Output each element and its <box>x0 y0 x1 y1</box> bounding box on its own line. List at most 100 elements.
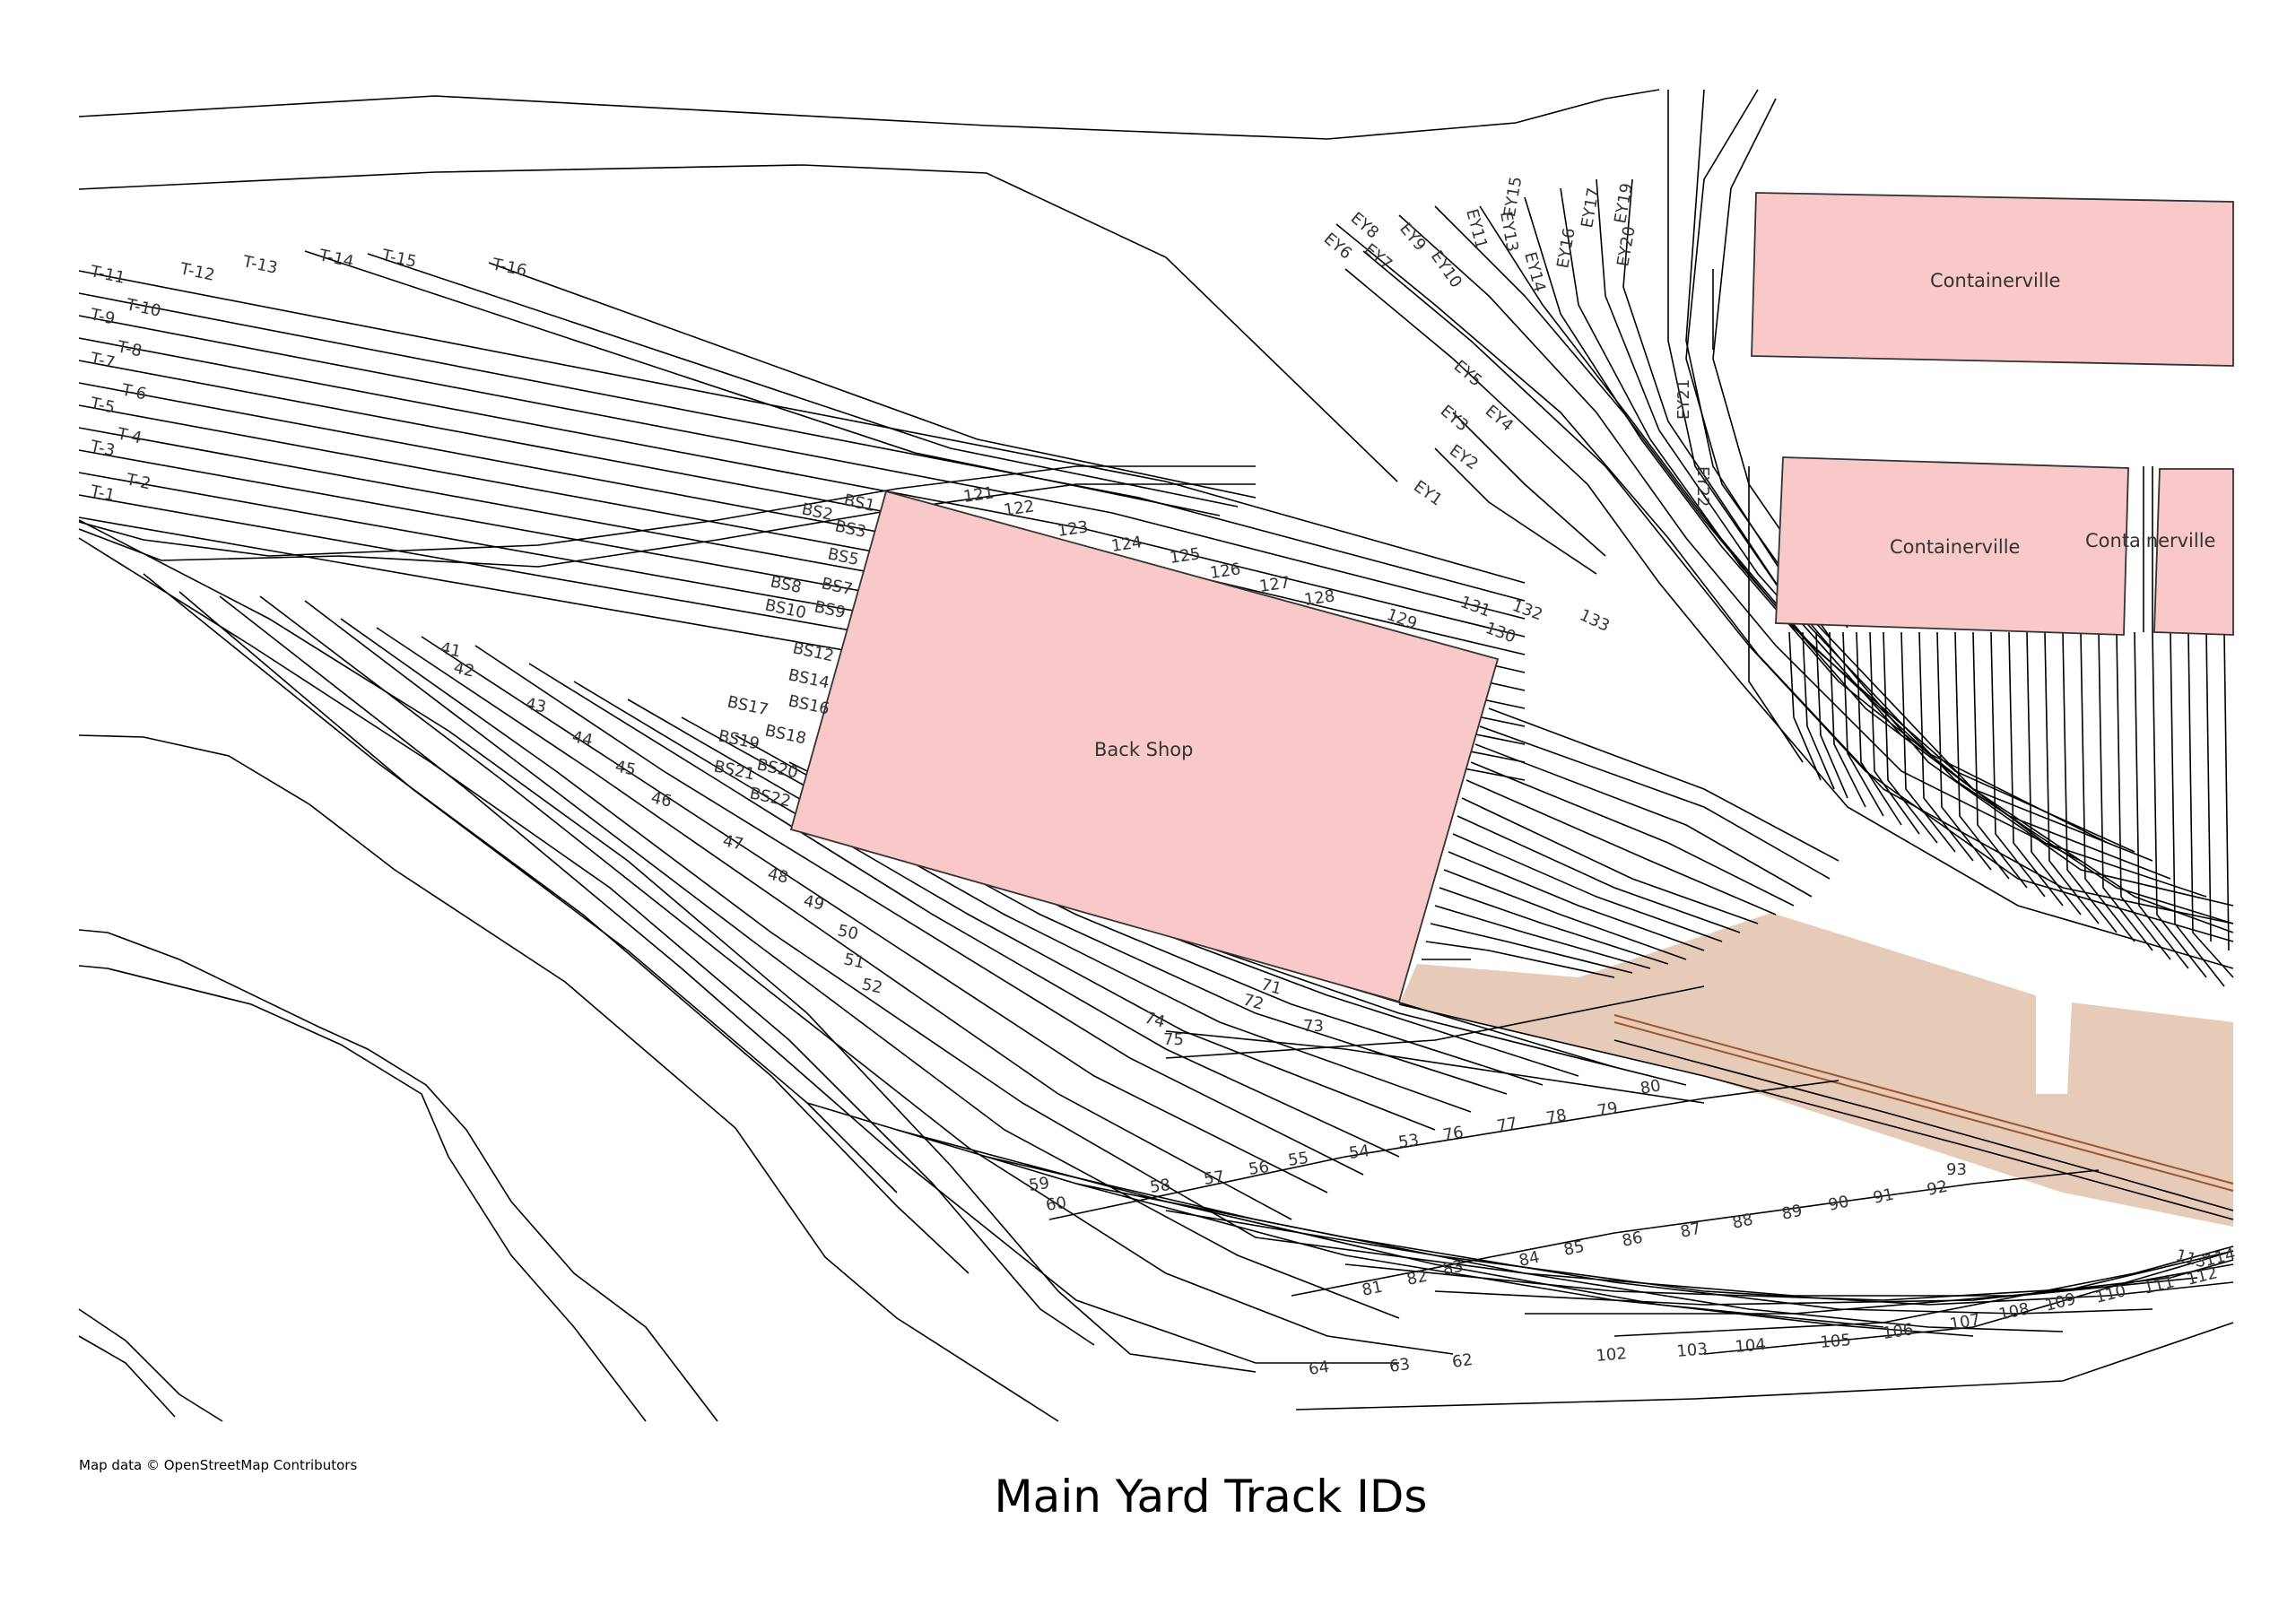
track-label: 62 <box>1451 1350 1474 1372</box>
track-label: 72 <box>1241 991 1266 1014</box>
track-label: 84 <box>1518 1248 1542 1271</box>
track-label: 54 <box>1348 1141 1371 1163</box>
track-label: T-4 <box>115 424 144 447</box>
track-label: 91 <box>1872 1185 1896 1208</box>
track-label: EY14 <box>1520 250 1549 294</box>
outer-lines <box>78 89 2234 1422</box>
track-label: BS19 <box>717 726 761 753</box>
track-label: T-11 <box>88 262 126 288</box>
track-label: EY21 <box>1674 379 1693 420</box>
containerville-building <box>1751 192 2234 367</box>
south-tracks <box>806 1003 2234 1355</box>
track-label: BS7 <box>820 574 855 599</box>
track-label: BS14 <box>787 665 831 692</box>
track-label: 44 <box>570 727 595 750</box>
track-label: 43 <box>524 694 548 716</box>
track-label: 49 <box>802 891 826 914</box>
track-label: 124 <box>1110 533 1144 556</box>
track-label: T-12 <box>178 259 216 285</box>
track-label: EY3 <box>1437 402 1472 436</box>
track-label: 127 <box>1258 573 1292 596</box>
track-label: 58 <box>1149 1176 1172 1197</box>
building-label: Back Shop <box>1094 739 1193 760</box>
track-label: 45 <box>613 757 638 779</box>
track-label: T-16 <box>490 255 528 281</box>
track-label: 92 <box>1926 1177 1950 1200</box>
track-label: EY1 <box>1410 477 1446 510</box>
track-label: T-10 <box>124 295 162 321</box>
track-label: T-9 <box>88 305 117 328</box>
track-label: 130 <box>1483 619 1518 647</box>
track-label: 82 <box>1405 1267 1430 1289</box>
ey-track-labels: EY1 EY2 EY3 EY4 EY5 EY6 EY7 EY8 EY9 EY10… <box>1320 175 1712 509</box>
track-label: 83 <box>1441 1257 1465 1280</box>
track-label: 50 <box>836 921 860 943</box>
containerville-building <box>2153 468 2234 636</box>
track-label: BS20 <box>755 755 800 782</box>
east-track-labels: 81 82 83 84 85 86 87 88 89 90 91 92 93 <box>1361 1160 1967 1300</box>
track-label: 104 <box>1735 1335 1767 1357</box>
track-label: 59 <box>1028 1174 1051 1195</box>
track-label: 113 <box>2174 1246 2209 1272</box>
building-label: Containerville <box>1930 270 2060 291</box>
map-attribution: Map data © OpenStreetMap Contributors <box>79 1457 358 1473</box>
track-label: 93 <box>1946 1160 1967 1179</box>
track-label: 123 <box>1057 517 1090 541</box>
track-label: 90 <box>1827 1193 1851 1215</box>
track-label: BS1 <box>842 490 877 516</box>
track-label: T-15 <box>379 246 418 272</box>
track-label: BS22 <box>748 784 793 811</box>
track-label: 47 <box>721 831 745 854</box>
track-label: 56 <box>1248 1158 1271 1179</box>
track-label: BS10 <box>763 595 808 622</box>
track-label: 57 <box>1203 1167 1226 1189</box>
track-label: 76 <box>1441 1123 1465 1145</box>
track-label: BS3 <box>833 516 868 542</box>
back-shop-building <box>789 490 1500 1003</box>
track-label: 105 <box>1820 1331 1852 1352</box>
track-label: 60 <box>1045 1193 1068 1215</box>
track-label: 78 <box>1544 1106 1568 1128</box>
building-label: Containerville <box>1890 536 2020 558</box>
track-label: 64 <box>1308 1358 1331 1379</box>
track-label: BS2 <box>800 499 835 525</box>
track-label: EY9 <box>1396 220 1430 255</box>
track-label: 103 <box>1676 1340 1709 1361</box>
track-label: EY6 <box>1320 230 1355 264</box>
track-label: BS12 <box>791 638 836 665</box>
track-label: EY4 <box>1482 402 1517 436</box>
track-label: EY2 <box>1446 441 1482 474</box>
container-stub-tracks <box>1788 466 2234 987</box>
track-label: 81 <box>1361 1278 1385 1300</box>
track-label: BS16 <box>787 691 831 718</box>
track-label: 42 <box>452 658 476 681</box>
track-label: 125 <box>1169 544 1202 568</box>
track-label: 108 <box>1997 1299 2031 1324</box>
rail-accent <box>1613 1014 2234 1185</box>
map-title: Main Yard Track IDs <box>994 1471 1428 1523</box>
track-label: 55 <box>1287 1149 1310 1170</box>
track-label: 73 <box>1303 1017 1324 1036</box>
track-label: 85 <box>1562 1237 1587 1260</box>
track-label: 86 <box>1621 1228 1645 1251</box>
west-track-labels: 41 42 43 44 45 46 47 48 49 50 51 52 <box>439 638 884 997</box>
track-label: 63 <box>1388 1355 1412 1376</box>
track-label: 80 <box>1639 1076 1662 1098</box>
track-label: 79 <box>1596 1098 1619 1121</box>
track-label: 46 <box>649 788 674 811</box>
track-label: T-8 <box>115 337 144 360</box>
track-label: T-1 <box>88 482 117 505</box>
track-label: EY11 <box>1462 207 1491 251</box>
track-label: 74 <box>1143 1009 1168 1032</box>
track-label: 131 <box>1457 593 1492 621</box>
rail-accent <box>1613 1021 2234 1192</box>
track-label: BS17 <box>726 692 770 719</box>
bs-track-labels: BS1 BS2 BS3 BS5 BS7 BS8 BS9 BS10 BS12 BS… <box>712 490 877 811</box>
track-label: 52 <box>860 975 884 997</box>
track-label: 75 <box>1163 1030 1184 1049</box>
containerville-building <box>1775 456 2129 636</box>
track-label: 53 <box>1397 1131 1421 1152</box>
track-label: 106 <box>1882 1320 1915 1343</box>
track-label: BS8 <box>769 572 804 597</box>
